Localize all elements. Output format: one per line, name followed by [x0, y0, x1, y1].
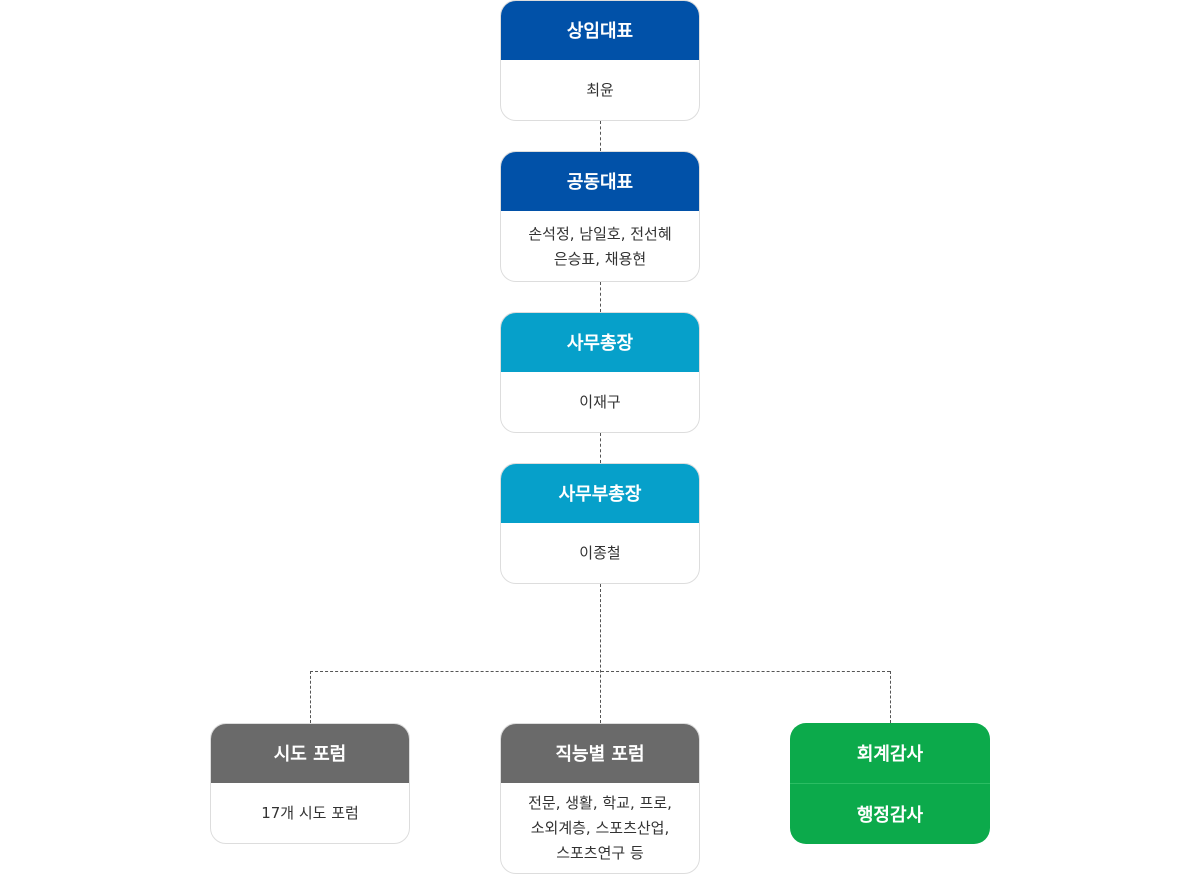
- connector-co-ceo-secretary: [600, 282, 601, 312]
- node-secretary-general-title: 사무총장: [501, 313, 699, 372]
- node-co-ceo-names: 손석정, 남일호, 전선혜 은승표, 채용현: [501, 211, 699, 281]
- node-regional-forum-title: 시도 포럼: [211, 724, 409, 783]
- node-audit-divider: [790, 783, 990, 784]
- node-secretary-general-name: 이재구: [579, 393, 621, 411]
- node-secretary-general: 사무총장 이재구: [500, 312, 700, 433]
- node-job-forum-name-line: 전문, 생활, 학교, 프로,: [528, 794, 672, 812]
- node-ceo-title: 상임대표: [501, 1, 699, 60]
- node-co-ceo-title: 공동대표: [501, 152, 699, 211]
- node-regional-forum: 시도 포럼 17개 시도 포럼: [210, 723, 410, 844]
- connector-branch-left: [310, 671, 311, 723]
- node-audit: 회계감사 행정감사: [790, 723, 990, 844]
- connector-branch-horizontal: [310, 671, 890, 672]
- node-ceo: 상임대표 최윤: [500, 0, 700, 121]
- node-job-forum: 직능별 포럼 전문, 생활, 학교, 프로, 소외계층, 스포츠산업, 스포츠연…: [500, 723, 700, 874]
- node-job-forum-names: 전문, 생활, 학교, 프로, 소외계층, 스포츠산업, 스포츠연구 등: [501, 783, 699, 873]
- node-job-forum-name-line: 소외계층, 스포츠산업,: [530, 819, 670, 837]
- node-job-forum-name-line: 스포츠연구 등: [556, 844, 644, 862]
- connector-deputy-branch: [600, 584, 601, 723]
- node-secretary-general-names: 이재구: [501, 372, 699, 432]
- node-regional-forum-names: 17개 시도 포럼: [211, 783, 409, 843]
- node-audit-accounting: 회계감사: [856, 744, 924, 765]
- node-job-forum-title: 직능별 포럼: [501, 724, 699, 783]
- node-co-ceo-name-line: 은승표, 채용현: [553, 249, 647, 268]
- node-deputy-secretary-general-names: 이종철: [501, 523, 699, 583]
- node-co-ceo: 공동대표 손석정, 남일호, 전선혜 은승표, 채용현: [500, 151, 700, 282]
- node-deputy-secretary-general-name: 이종철: [579, 544, 621, 562]
- connector-secretary-deputy: [600, 433, 601, 463]
- node-deputy-secretary-general-title: 사무부총장: [501, 464, 699, 523]
- node-audit-administrative: 행정감사: [856, 805, 924, 826]
- connector-ceo-co-ceo: [600, 121, 601, 151]
- node-deputy-secretary-general: 사무부총장 이종철: [500, 463, 700, 584]
- node-regional-forum-name: 17개 시도 포럼: [261, 804, 359, 822]
- node-ceo-names: 최윤: [501, 60, 699, 120]
- node-ceo-name: 최윤: [586, 81, 614, 99]
- connector-branch-right: [890, 671, 891, 723]
- node-co-ceo-name-line: 손석정, 남일호, 전선혜: [528, 224, 672, 243]
